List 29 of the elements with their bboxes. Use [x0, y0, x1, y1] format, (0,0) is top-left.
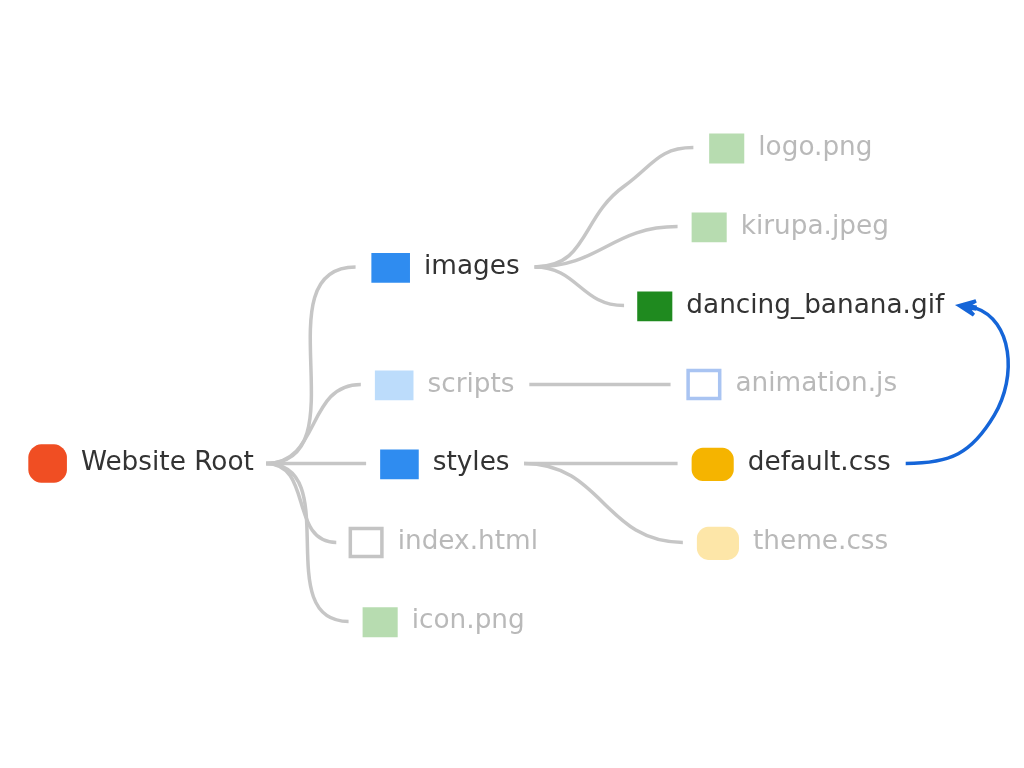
node-label: images: [424, 249, 520, 280]
node-box: [709, 133, 745, 163]
node-label: Website Root: [80, 445, 254, 476]
node-label: icon.png: [411, 603, 525, 634]
node-label: scripts: [427, 367, 515, 398]
node-box: [348, 526, 384, 558]
node-box: [637, 291, 673, 321]
node-box: [374, 369, 414, 400]
node-label: index.html: [397, 524, 538, 555]
node-label: theme.css: [753, 524, 889, 555]
connector: [265, 382, 362, 465]
node-label: default.css: [747, 445, 891, 476]
connector: [523, 461, 683, 544]
node-label: logo.png: [758, 130, 873, 161]
connector: [529, 382, 671, 386]
connector: [265, 461, 349, 623]
node-box: [371, 252, 410, 283]
connector: [534, 264, 625, 307]
node-label: dancing_banana.gif: [686, 288, 945, 319]
node-label: animation.js: [735, 366, 898, 397]
node-label: styles: [432, 445, 510, 476]
node-label: kirupa.jpeg: [740, 209, 889, 240]
arrow: [905, 298, 1010, 465]
node-box: [380, 448, 419, 479]
node-box: [691, 212, 727, 242]
node-box: [691, 447, 734, 481]
node-box: [696, 526, 739, 560]
node-box: [362, 606, 398, 637]
node-box: [686, 368, 722, 400]
